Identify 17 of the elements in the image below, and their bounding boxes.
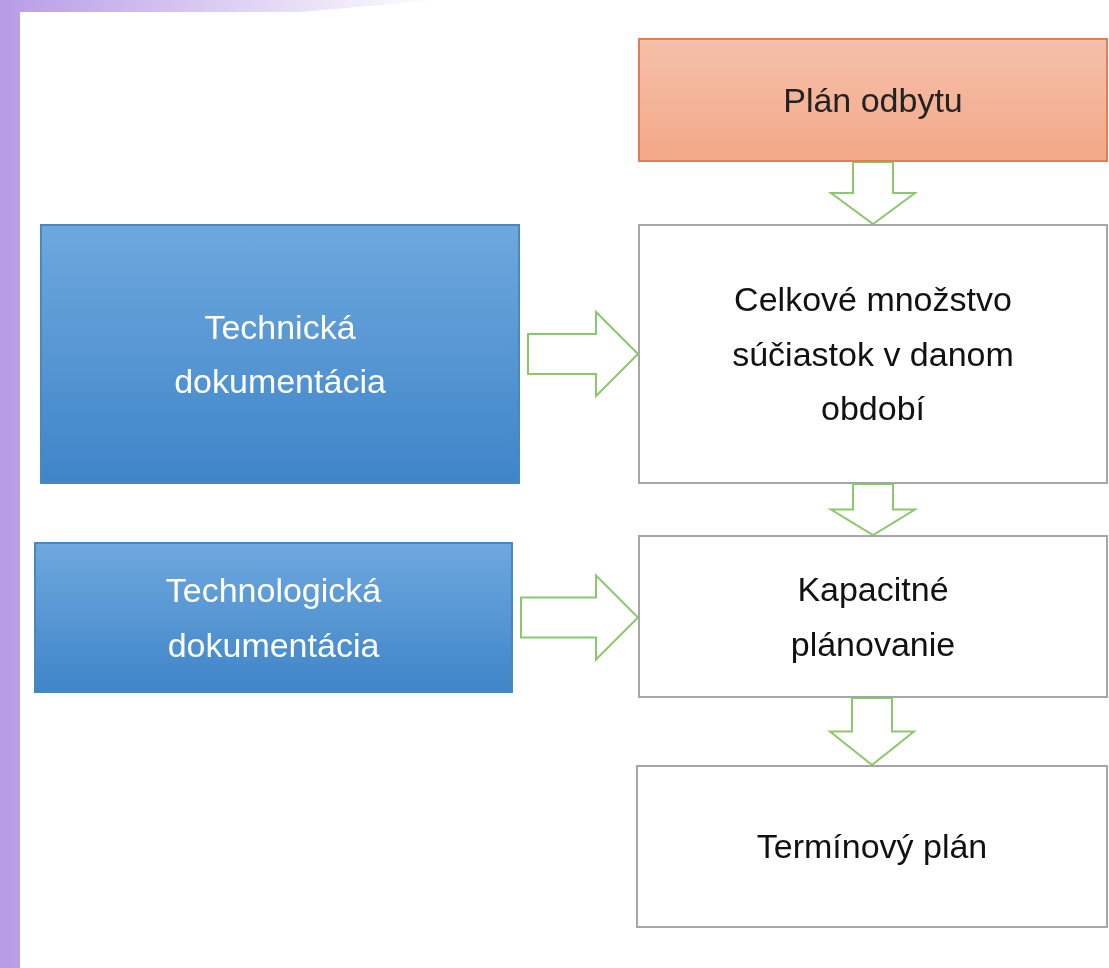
node-label: Technická dokumentácia (173, 306, 387, 402)
node-label: Kapacitné plánovanie (789, 569, 957, 665)
block-arrow (527, 309, 640, 399)
process-box (638, 224, 1108, 484)
block-arrow (827, 161, 919, 226)
block-arrow (827, 697, 917, 767)
node-label: Technologická dokumentácia (164, 570, 383, 666)
process-box (638, 38, 1108, 162)
node-label: Plán odbytu (783, 79, 963, 121)
block-arrow (520, 573, 640, 662)
block-arrow (827, 483, 919, 537)
process-box (636, 765, 1108, 928)
node-label: Celkové množstvo súčiastok v danom období (731, 279, 1015, 430)
node-label: Termínový plán (756, 826, 988, 868)
input-box (40, 224, 520, 484)
process-box (638, 535, 1108, 698)
input-box (34, 542, 513, 693)
